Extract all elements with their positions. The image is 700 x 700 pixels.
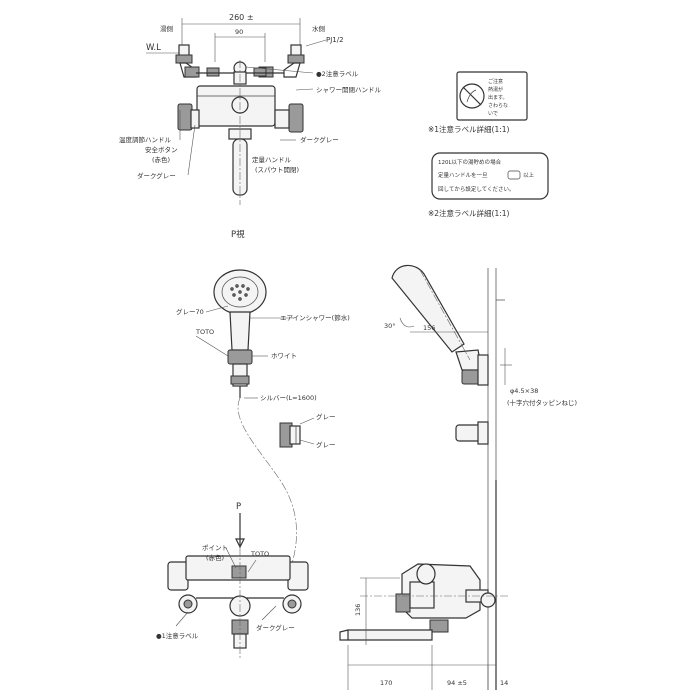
dim-total: 260 ± — [229, 13, 254, 22]
spout-switch-label: (スパウト開閉) — [255, 166, 299, 174]
dark-gray-right-label: ダークグレー — [300, 135, 339, 144]
gray70-label: グレー70 — [176, 307, 204, 316]
side-shower-view: 30° 156 φ4.5×38 (十字穴付タッピンねじ) — [384, 264, 577, 480]
toto-front-label: TOTO — [250, 550, 269, 558]
gray-a-label: グレー — [316, 412, 336, 421]
dark-gray-left-label: ダークグレー — [137, 171, 176, 180]
label2-line-4: 回してから設定してください。 — [438, 185, 515, 193]
caution1-label: ●1注意ラベル — [156, 631, 199, 640]
label2-line-3: 以上 — [523, 171, 535, 179]
flow-handle-label: 定量ハンドル — [252, 155, 292, 164]
label2-caption: ※2注意ラベル詳細(1:1) — [428, 208, 510, 218]
caution-label-1: ご注意 熱湯が 出ます。 さわらな いで ※1注意ラベル詳細(1:1) — [428, 71, 528, 134]
water-side-label: 水側 — [312, 24, 326, 33]
label1-line-1: ご注意 — [488, 78, 503, 85]
red-label: (赤色) — [152, 155, 170, 164]
dim-14: 14 — [500, 679, 508, 687]
hose-label: シルバー(L=1600) — [260, 394, 317, 402]
dim-170: 170 — [380, 679, 392, 687]
dim-inner: 90 — [235, 28, 243, 36]
wl-label: W.L — [146, 43, 161, 53]
screw-dim: φ4.5×38 — [510, 387, 538, 395]
hot-side-label: 湯側 — [160, 24, 174, 33]
caution-label-2: 120L以下の湯貯めの場合 定量ハンドルを一旦 以上 回してから設定してください… — [428, 152, 549, 218]
shower-handle-label: シャワー開閉ハンドル — [316, 86, 382, 94]
label1-line-2: 熱湯が — [488, 86, 503, 93]
caution2-label: ●2注意ラベル — [316, 69, 359, 78]
angle-label: 30° — [384, 322, 396, 330]
pipe-label: PJ1/2 — [326, 36, 344, 44]
safety-button-label: 安全ボタン — [145, 145, 178, 154]
toto-head-label: TOTO — [195, 328, 214, 336]
front-view: P ポイント (赤色) TOTO ●1注意ラベル ダークグレー — [156, 502, 309, 660]
screw-note: (十字穴付タッピンねじ) — [507, 398, 577, 407]
label1-caption: ※1注意ラベル詳細(1:1) — [428, 124, 510, 134]
p-view-label: P視 — [231, 229, 245, 240]
hose-path — [237, 397, 297, 571]
dim-136: 136 — [354, 604, 362, 616]
point-red-label: (赤色) — [206, 553, 224, 562]
p-arrow-label: P — [236, 502, 241, 512]
gray-b-label: グレー — [316, 440, 336, 449]
shower-head-view: グレー70 エアインシャワー(節水) TOTO ホワイト シルバー(L=1600… — [176, 269, 350, 449]
side-valve-view: 136 170 94 ±5 14 — [339, 480, 510, 690]
label2-line-1: 120L以下の湯貯めの場合 — [438, 158, 502, 166]
label1-line-3: 出ます。 — [488, 94, 508, 101]
dark-gray-front-label: ダークグレー — [256, 623, 295, 632]
label1-line-4: さわらな — [488, 102, 508, 109]
dim-94: 94 ±5 — [447, 679, 467, 687]
air-in-label: エアインシャワー(節水) — [280, 313, 350, 322]
top-view: 260 ± 90 湯側 水側 W.L PJ1/2 — [119, 13, 382, 240]
dim-156: 156 — [423, 324, 435, 332]
point-label: ポイント — [202, 544, 228, 552]
label2-line-2: 定量ハンドルを一旦 — [438, 171, 488, 179]
temp-handle-label: 温度調節ハンドル — [119, 135, 172, 144]
label1-line-5: いで — [488, 111, 498, 117]
shower-holes — [230, 284, 250, 301]
white-label: ホワイト — [271, 352, 297, 360]
